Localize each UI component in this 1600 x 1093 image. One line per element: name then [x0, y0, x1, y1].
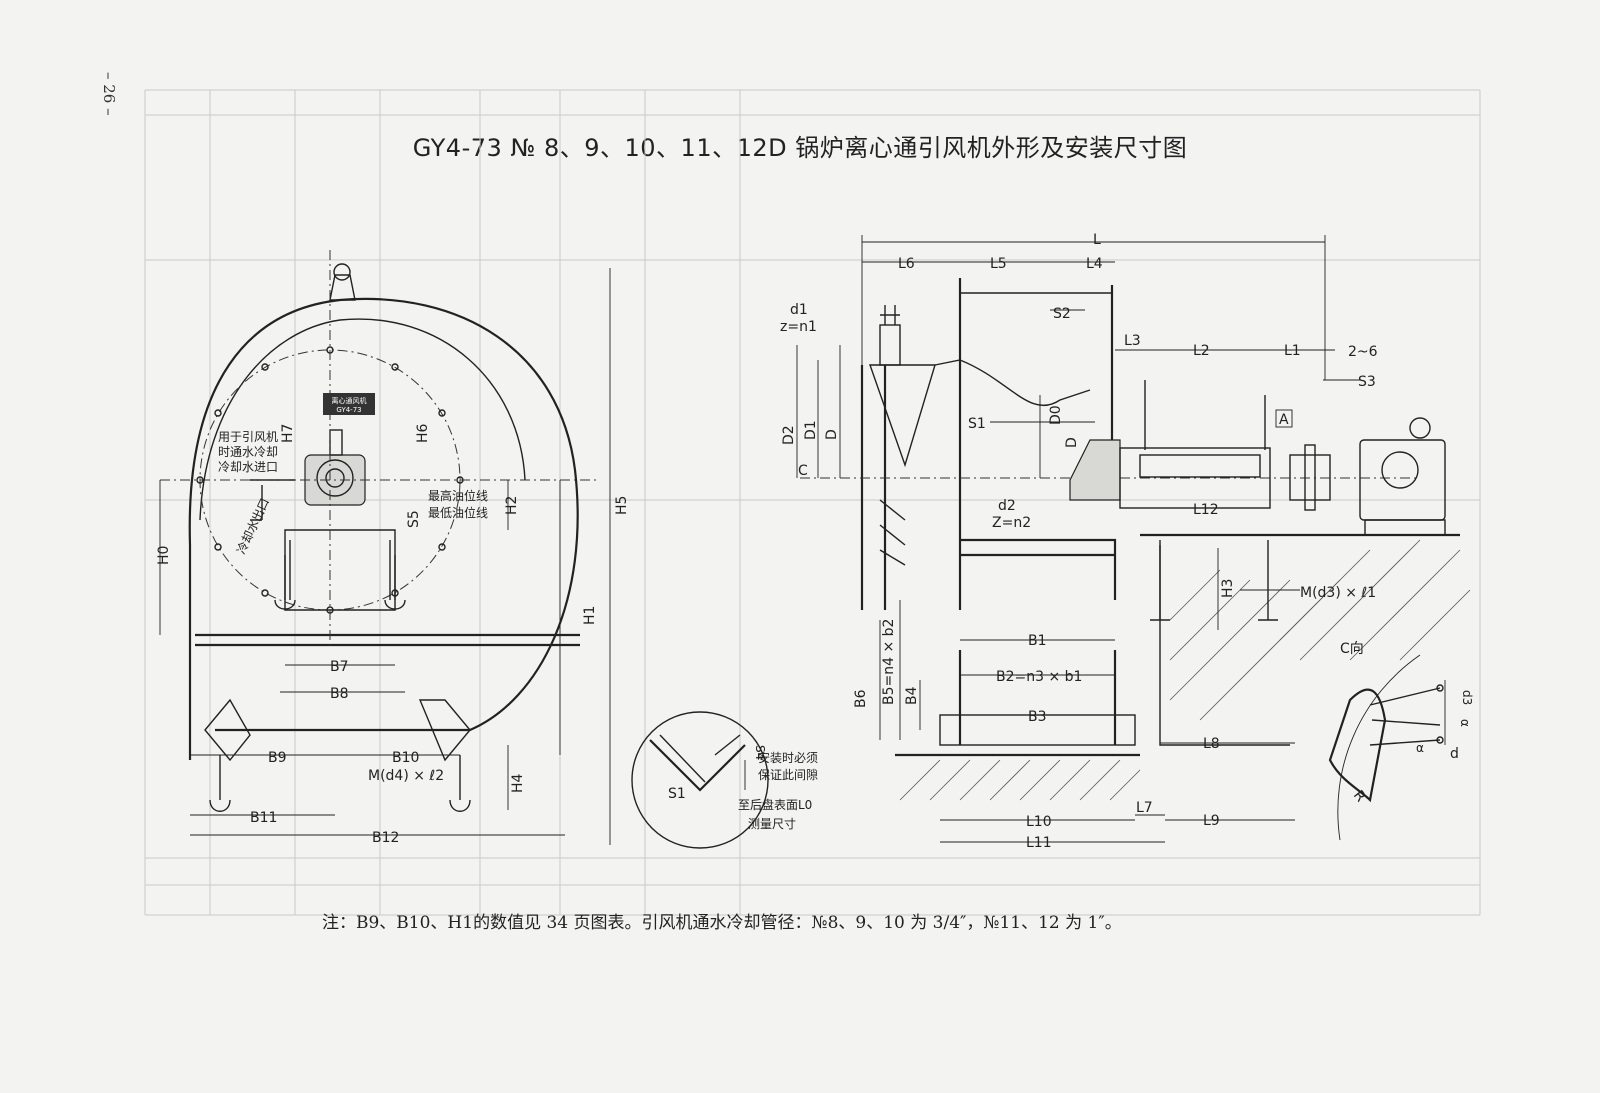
label-B7: B7	[330, 659, 349, 675]
foundation-hatching	[899, 539, 1471, 801]
svg-text:时通水冷却: 时通水冷却	[218, 445, 278, 459]
label-d1: d1	[790, 302, 808, 318]
label-B2: B2=n3 × b1	[996, 669, 1082, 685]
svg-text:GY4-73: GY4-73	[336, 406, 361, 414]
oil-high-label: 最高油位线	[428, 488, 488, 503]
bleed-through-table	[144, 89, 1481, 916]
gap-note-line2: 保证此间隙	[758, 768, 818, 782]
gap-detail	[631, 711, 769, 849]
side-view	[796, 235, 1471, 843]
label-alpha1: α	[1458, 719, 1472, 727]
svg-text:用于引风机: 用于引风机	[218, 430, 278, 444]
label-S5: S5	[406, 510, 422, 528]
label-S2: S2	[1053, 306, 1071, 322]
label-B10: B10	[392, 750, 419, 766]
label-Md4: M(d4) × ℓ2	[368, 768, 444, 784]
label-view-c: C向	[1340, 641, 1364, 657]
flange-bolts	[196, 346, 464, 614]
gap-note-line1: 安装时必须	[758, 750, 818, 765]
label-L8: L8	[1203, 736, 1220, 752]
label-d2: d2	[998, 498, 1016, 514]
label-L3: L3	[1124, 333, 1141, 349]
label-H7: H7	[280, 424, 296, 443]
label-B5: B5=n4 × b2	[881, 619, 897, 705]
label-view-a: A	[1279, 412, 1289, 428]
label-Zn2: Z=n2	[992, 515, 1031, 531]
label-H2: H2	[504, 496, 520, 515]
label-L10: L10	[1026, 814, 1052, 830]
label-D0: D0	[1048, 405, 1064, 425]
label-S3: S3	[1358, 374, 1376, 390]
label-d: d	[1450, 746, 1459, 762]
label-B4: B4	[904, 686, 920, 705]
label-B6: B6	[853, 689, 869, 708]
label-L5: L5	[990, 256, 1007, 272]
label-B12: B12	[372, 830, 399, 846]
label-S1: S1	[968, 416, 986, 432]
label-L9: L9	[1203, 813, 1220, 829]
page-number: – 26 –	[100, 72, 118, 116]
label-L11: L11	[1026, 835, 1052, 851]
drawing-title: GY4-73 № 8、9、10、11、12D 锅炉离心通引风机外形及安装尺寸图	[412, 134, 1188, 162]
label-S1-detail: S1	[668, 786, 686, 802]
measure-note-line2: 测量尺寸	[748, 817, 796, 831]
label-H0: H0	[156, 546, 172, 565]
footnote: 注：B9、B10、H1的数值见 34 页图表。引风机通水冷却管径：№8、9、10…	[322, 913, 1122, 933]
label-H6: H6	[415, 423, 431, 443]
label-L7: L7	[1136, 800, 1153, 816]
label-C: C	[798, 463, 808, 479]
oil-low-label: 最低油位线	[428, 505, 488, 520]
label-B8: B8	[330, 686, 349, 702]
label-alpha2: α	[1416, 741, 1424, 755]
label-H4: H4	[510, 773, 526, 793]
label-L2: L2	[1193, 343, 1210, 359]
label-L1: L1	[1284, 343, 1301, 359]
label-D2: D2	[781, 425, 797, 445]
svg-text:离心通风机: 离心通风机	[332, 396, 367, 405]
label-L4: L4	[1086, 256, 1103, 272]
label-S4: S4	[753, 745, 767, 760]
label-B11: B11	[250, 810, 277, 826]
cooling-water-callout: 用于引风机 时通水冷却 冷却水进口	[218, 430, 278, 474]
label-L6: L6	[898, 256, 915, 272]
svg-text:冷却水进口: 冷却水进口	[218, 460, 278, 474]
front-view: 离心通风机 GY4-73	[159, 250, 611, 845]
label-R: R	[1350, 788, 1369, 806]
label-gap: 2~6	[1348, 344, 1378, 360]
label-H1: H1	[582, 606, 598, 625]
label-D1: D1	[803, 420, 819, 440]
measure-note-line1: 至后盘表面L0	[738, 797, 812, 812]
label-B1: B1	[1028, 633, 1047, 649]
label-L12: L12	[1193, 502, 1219, 518]
cooling-outlet-label: 冷却水出口	[234, 496, 272, 556]
label-Md3: M(d3) × ℓ1	[1300, 585, 1376, 601]
label-D: D	[824, 429, 840, 440]
label-H3: H3	[1220, 579, 1236, 598]
nameplate	[323, 393, 375, 415]
label-L: L	[1093, 232, 1101, 248]
label-d3: d3	[1460, 690, 1474, 705]
label-H5: H5	[614, 496, 630, 515]
label-B3: B3	[1028, 709, 1047, 725]
label-B9: B9	[268, 750, 287, 766]
view-c-detail	[1328, 654, 1446, 841]
view-a-box	[1275, 409, 1293, 428]
anchor-bolts	[209, 555, 471, 812]
label-zn1: z=n1	[780, 319, 817, 335]
label-D-right: D	[1064, 437, 1080, 448]
